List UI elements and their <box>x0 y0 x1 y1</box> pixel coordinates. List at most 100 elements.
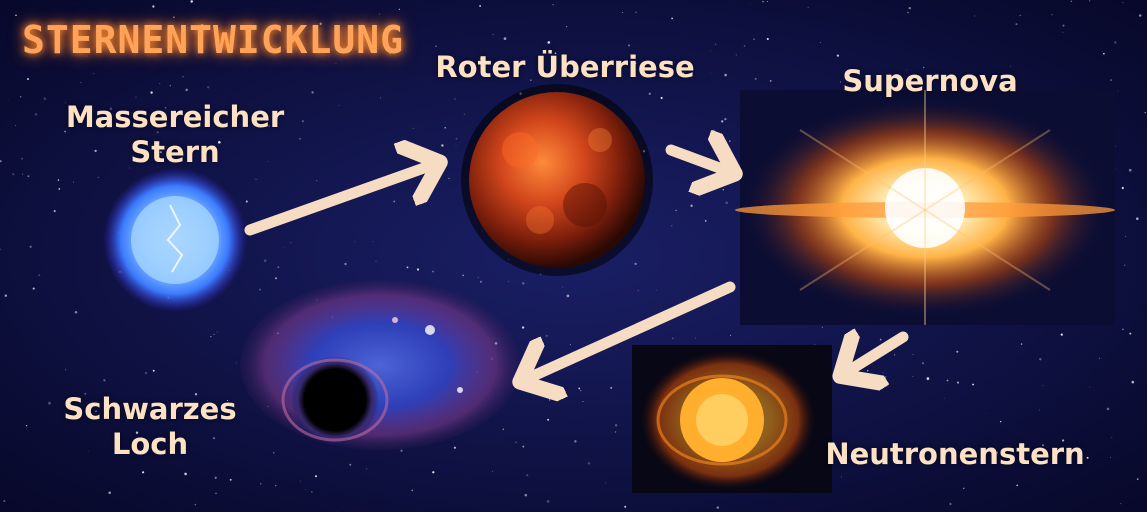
star-dot <box>682 72 685 75</box>
star-dot <box>173 16 175 19</box>
neutron-star-image <box>632 345 832 493</box>
supernova-label: Supernova <box>842 64 1018 98</box>
star-dot <box>136 158 139 160</box>
star-dot <box>614 424 618 427</box>
star-dot <box>291 50 292 52</box>
star-dot <box>479 4 482 7</box>
star-dot <box>547 41 551 44</box>
star-dot <box>48 401 51 405</box>
star-dot <box>721 120 724 123</box>
star-dot <box>3 500 6 502</box>
star-dot <box>32 287 35 290</box>
star-dot <box>1088 0 1091 2</box>
star-dot <box>260 483 262 485</box>
star-dot <box>142 404 145 408</box>
star-dot <box>1042 385 1044 387</box>
star-dot <box>354 241 356 243</box>
star-dot <box>1086 456 1089 459</box>
star-dot <box>268 125 270 127</box>
star-dot <box>74 29 77 31</box>
star-dot <box>562 286 563 288</box>
star-dot <box>300 480 301 482</box>
star-dot <box>548 399 551 401</box>
star-dot <box>193 18 194 20</box>
star-dot <box>152 5 155 8</box>
star-dot <box>704 220 707 222</box>
red-supergiant-image <box>461 84 653 276</box>
star-dot <box>894 354 896 356</box>
star-dot <box>522 445 525 448</box>
star-dot <box>679 68 682 70</box>
star-dot <box>74 311 78 314</box>
star-dot <box>695 337 696 339</box>
star-dot <box>921 362 925 365</box>
star-dot <box>1122 328 1124 331</box>
star-dot <box>290 242 292 244</box>
star-dot <box>1099 357 1101 359</box>
star-dot <box>624 505 627 508</box>
star-dot <box>375 260 377 262</box>
star-dot <box>554 52 557 55</box>
star-dot <box>820 42 822 43</box>
star-dot <box>671 17 673 20</box>
star-dot <box>492 470 494 472</box>
star-dot <box>97 176 99 178</box>
star-dot <box>1039 358 1042 361</box>
arrow-supernova-to-neutronstar <box>842 337 909 375</box>
star-dot <box>637 289 639 291</box>
star-dot <box>671 225 673 227</box>
star-dot <box>25 424 28 427</box>
black-hole-label-line1: Schwarzes <box>63 392 237 426</box>
star-dot <box>522 282 525 285</box>
star-dot <box>836 54 840 57</box>
star-dot <box>605 482 607 484</box>
star-dot <box>1020 343 1023 345</box>
star-dot <box>378 13 380 15</box>
star-dot <box>190 0 193 3</box>
star-dot <box>1114 41 1117 44</box>
star-dot <box>634 262 637 266</box>
star-dot <box>1131 380 1135 384</box>
star-dot <box>995 451 998 454</box>
star-dot <box>400 449 403 452</box>
star-dot <box>730 334 732 336</box>
star-dot <box>14 125 16 127</box>
star-dot <box>1009 65 1011 67</box>
star-dot <box>882 372 884 374</box>
star-dot <box>841 476 842 478</box>
star-dot <box>263 259 267 263</box>
star-dot <box>207 86 210 89</box>
star-dot <box>724 117 727 121</box>
neutron-star-label: Neutronenstern <box>825 437 1085 471</box>
star-dot <box>648 92 652 96</box>
star-dot <box>582 401 584 403</box>
star-dot <box>453 446 456 449</box>
star-dot <box>380 97 382 99</box>
star-dot <box>866 369 869 372</box>
star-dot <box>88 450 89 452</box>
star-dot <box>912 376 914 377</box>
star-dot <box>81 113 83 115</box>
star-dot <box>200 24 204 27</box>
star-dot <box>58 188 61 190</box>
star-dot <box>184 472 187 476</box>
star-dot <box>159 83 161 85</box>
star-dot <box>710 72 711 74</box>
star-dot <box>587 461 591 465</box>
star-dot <box>169 85 171 87</box>
star-dot <box>412 127 414 129</box>
star-dot <box>926 377 930 380</box>
star-dot <box>150 91 153 94</box>
star-dot <box>335 62 337 64</box>
star-dot <box>1110 79 1113 82</box>
star-dot <box>574 440 577 443</box>
star-dot <box>1019 14 1021 16</box>
star-dot <box>277 266 280 269</box>
star-dot <box>311 491 313 493</box>
star-dot <box>963 487 965 490</box>
star-dot <box>315 475 317 478</box>
star-dot <box>406 266 409 269</box>
star-dot <box>215 492 217 494</box>
star-dot <box>754 77 757 80</box>
star-dot <box>182 76 184 78</box>
